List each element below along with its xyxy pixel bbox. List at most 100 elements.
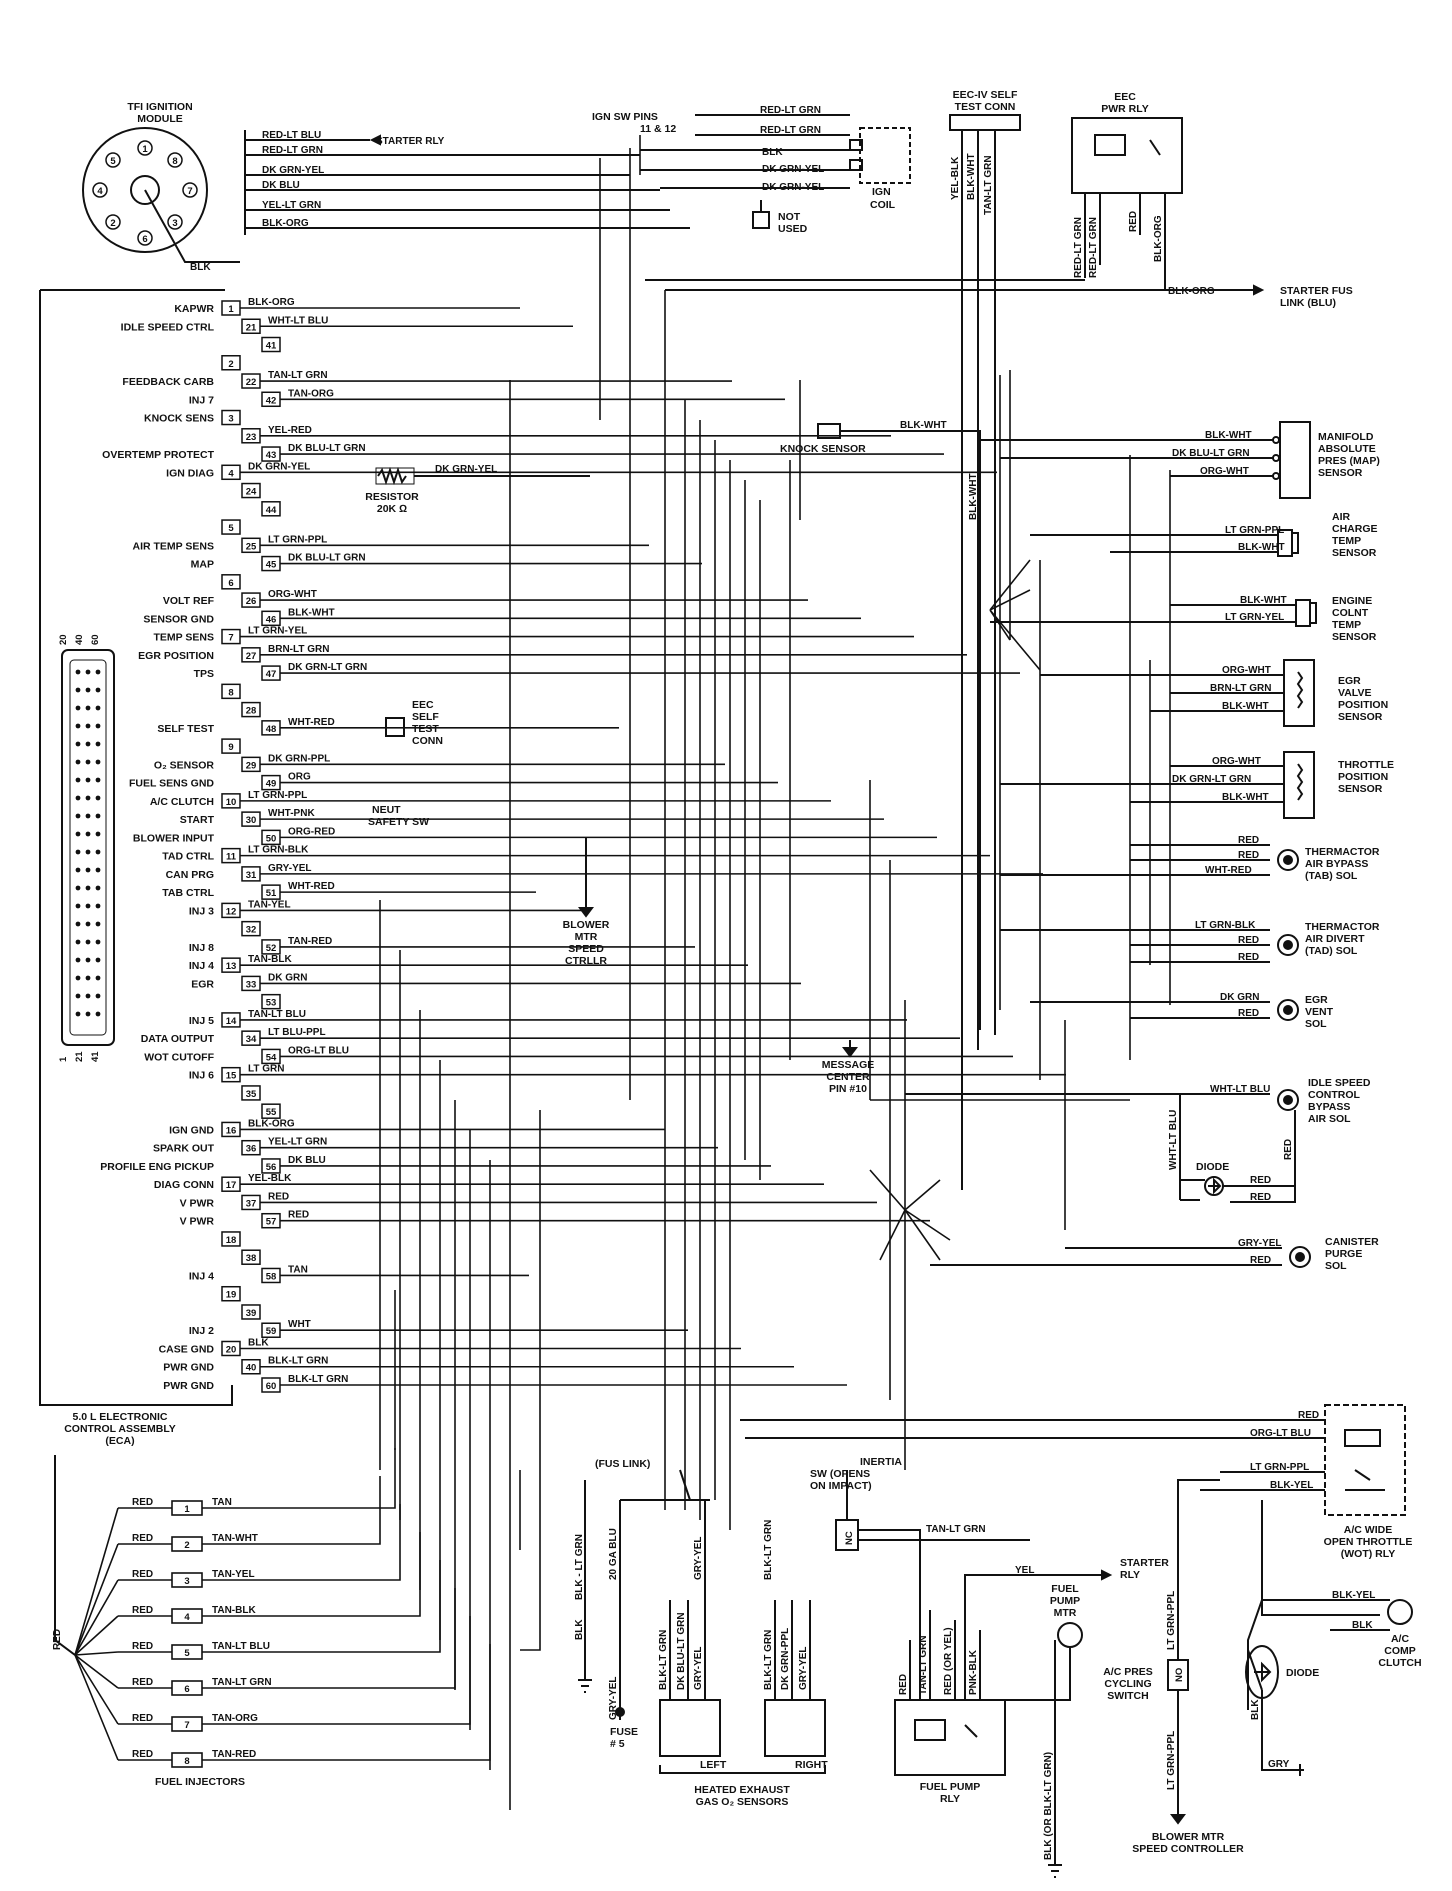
injector-wire-label: TAN-LT BLU (212, 1641, 270, 1652)
injector-rows: RED1TANRED2TAN-WHTRED3TAN-YELRED4TAN-BLK… (74, 1448, 491, 1768)
connector-pin-dot (85, 795, 91, 801)
neut-1: NEUT (372, 804, 401, 816)
eca-pin-label: INJ 5 (189, 1015, 214, 1027)
injector-number: 7 (184, 1720, 189, 1731)
self-test-conn-box (385, 717, 405, 737)
eca-pin-box (261, 336, 281, 353)
fuel-rly-wire-0: RED (898, 1674, 909, 1695)
connector-pin-dot (85, 957, 91, 963)
eca-pin-number: 27 (246, 651, 257, 662)
map-wire-2: ORG-WHT (1200, 466, 1249, 477)
hego-left-sensor (659, 1699, 721, 1757)
eca-pin-number: 38 (246, 1253, 257, 1264)
pwr-rly-wire-2: RED (1128, 211, 1139, 232)
hego-right-wire-2: GRY-YEL (798, 1646, 809, 1690)
connector-pin-dot (75, 687, 81, 693)
tfi-wire-5: BLK-ORG (262, 218, 309, 229)
tfi-center-hub (130, 175, 160, 205)
act-t-0: AIR (1332, 511, 1351, 523)
hego-gry-yel: GRY-YEL (608, 1676, 619, 1720)
eca-pin-label: V PWR (180, 1197, 215, 1209)
eca-pin-number: 21 (246, 322, 257, 333)
eca-pin-label: IGN DIAG (166, 467, 214, 479)
eca-pin-number: 48 (266, 724, 277, 735)
eca-pin-box (261, 993, 281, 1010)
starter-fus-1: STARTER FUS (1280, 285, 1353, 297)
eca-connector (61, 649, 115, 1046)
injector-tan-wire (202, 1616, 471, 1725)
pwr-rly-wire-1: RED-LT GRN (1088, 217, 1099, 278)
fuel-starter-0: STARTER (1120, 1557, 1169, 1569)
eca-wire-label: RED (288, 1210, 309, 1221)
blower-ctrl-2: MTR (575, 931, 598, 943)
map-t-0: MANIFOLD (1318, 431, 1374, 443)
eca-pin-box (221, 355, 241, 371)
neut-2: SAFETY SW (368, 816, 429, 828)
connector-pin-dot (95, 939, 101, 945)
tfi-wire-4: YEL-LT GRN (262, 200, 321, 211)
connector-pin-dot (85, 687, 91, 693)
resistor-label-2: 20K Ω (377, 503, 407, 515)
tab-wire-2: WHT-RED (1205, 865, 1252, 876)
map-wire-1: DK BLU-LT GRN (1172, 448, 1250, 459)
ac-wire-2: BLK (1250, 1699, 1261, 1720)
eca-pin-number: 51 (266, 888, 277, 899)
injector-wire-label: TAN-RED (212, 1749, 256, 1760)
eca-pin-box (221, 574, 241, 590)
eca-pin-label: DATA OUTPUT (141, 1033, 215, 1045)
tps-wire-0: ORG-WHT (1212, 756, 1261, 767)
tps-wire-2: BLK-WHT (1222, 792, 1269, 803)
eca-title-1: 5.0 L ELECTRONIC (73, 1411, 168, 1423)
eca-pin-label: MAP (191, 559, 214, 571)
connector-pin-dot (95, 867, 101, 873)
fuel-pump-relay (894, 1699, 1006, 1776)
eca-pin-label: INJ 4 (189, 1270, 214, 1282)
eca-wire-label: BLK-ORG (248, 1118, 295, 1129)
ac-wire-3: GRY (1268, 1759, 1290, 1770)
eca-pin-number: 55 (266, 1107, 277, 1118)
eca-pin-label: DIAG CONN (154, 1179, 214, 1191)
eca-pin-number: 13 (226, 961, 237, 972)
eca-pin-number: 6 (228, 578, 233, 589)
eca-wire-label: WHT (288, 1319, 311, 1330)
tps-t-1: POSITION (1338, 771, 1388, 783)
egr-vent-solenoid: DK GRN RED EGR VENT SOL (1030, 992, 1334, 1030)
tfi-pin-6: 6 (142, 234, 147, 245)
ac-circuit: A/C PRES CYCLING SWITCH NO LT GRN-PPL LT… (1103, 1479, 1422, 1855)
connector-pin-dot (75, 795, 81, 801)
fuel-tan-lt-grn: TAN-LT GRN (926, 1524, 986, 1535)
eca-pin-label: TAB CTRL (162, 887, 214, 899)
isc-wire-4: RED (1250, 1192, 1271, 1203)
eca-pin-label: A/C CLUTCH (150, 796, 214, 808)
inj-label: FUEL INJECTORS (155, 1776, 245, 1788)
connector-pin-dot (75, 885, 81, 891)
injector-fan-wire (74, 1543, 119, 1656)
injector-number: 6 (184, 1684, 189, 1695)
tab-t-0: THERMACTOR (1305, 846, 1380, 858)
eca-pin-label: IGN GND (169, 1124, 214, 1136)
eca-pin-number: 53 (266, 998, 277, 1009)
eca-wire-label: TAN (288, 1264, 308, 1275)
tfi-ignition-module: TFI IGNITION MODULE BLK 1 8 7 3 6 2 4 5 … (82, 101, 690, 273)
injector-wire-label: TAN-BLK (212, 1605, 256, 1616)
connector-pin-dot (85, 939, 91, 945)
connector-pin-dot (75, 849, 81, 855)
connector-pin-dot (85, 741, 91, 747)
blower-ctrl-4: CTRLLR (565, 955, 607, 967)
eca-conn-top-0: 20 (58, 634, 69, 645)
isc-t-1: CONTROL (1308, 1089, 1360, 1101)
connector-pin-dot (75, 975, 81, 981)
eca-pin-label: PWR GND (163, 1362, 214, 1374)
can-wire-0: GRY-YEL (1238, 1238, 1282, 1249)
hego-t1: HEATED EXHAUST (694, 1784, 790, 1796)
inertia-1: SW (OPENS (810, 1468, 870, 1480)
eca-wire-label: DK BLU-LT GRN (288, 553, 366, 564)
fuse-1: FUSE (610, 1726, 638, 1738)
eca-pin-label: INJ 7 (189, 394, 214, 406)
connector-pin-dot (95, 777, 101, 783)
ac-clutch-2: CLUTCH (1378, 1657, 1421, 1669)
eca-wire-label: LT GRN-YEL (248, 626, 307, 637)
resistor-wire: DK GRN-YEL (435, 464, 497, 475)
connector-pin-dot (75, 831, 81, 837)
